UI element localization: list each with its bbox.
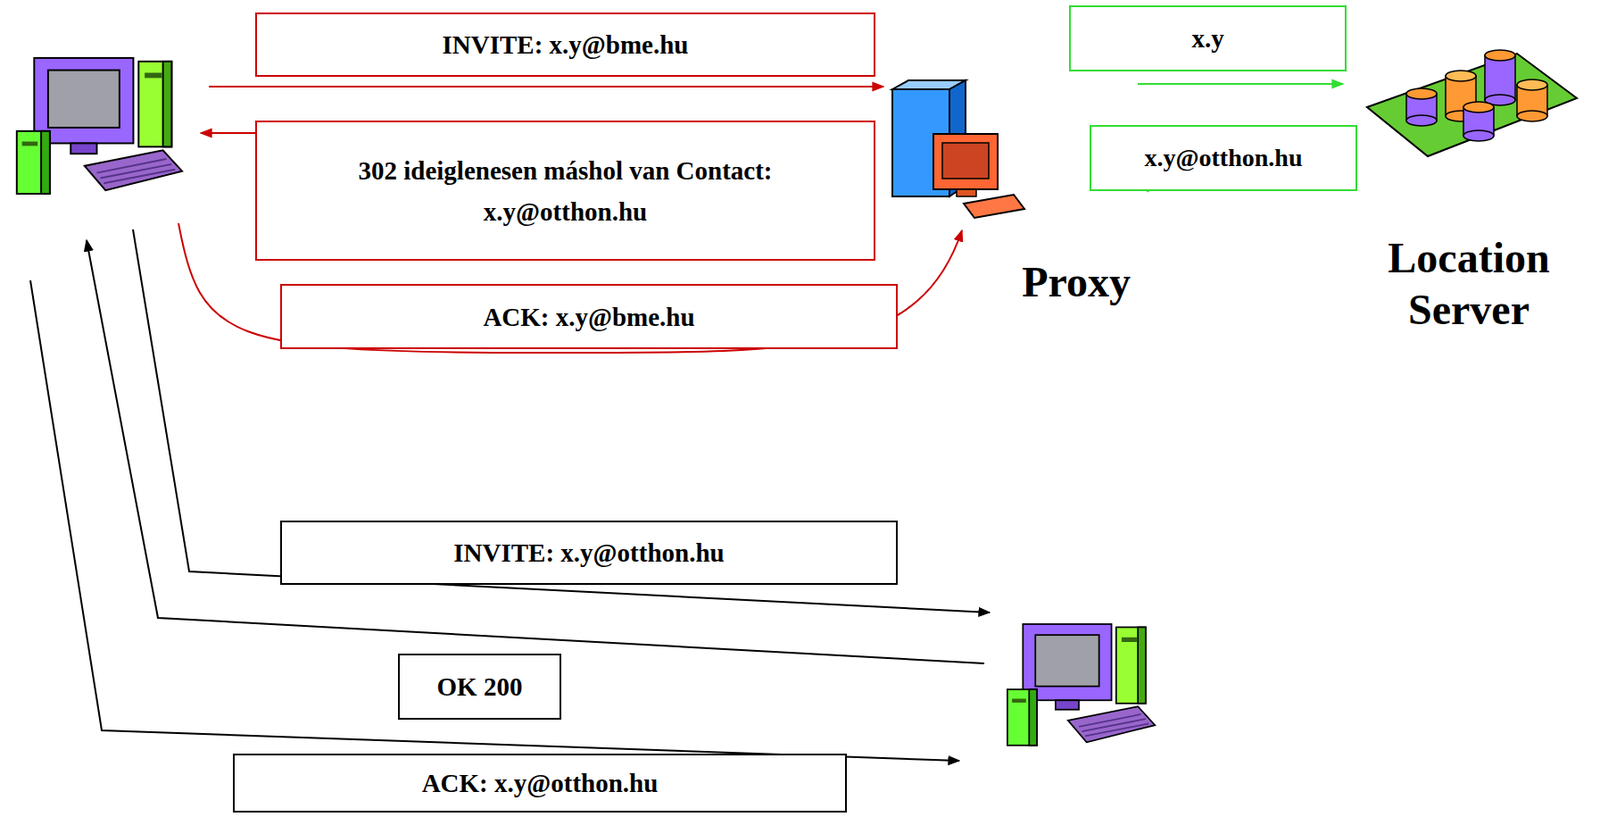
node-text: INVITE: x.y@otthon.hu bbox=[453, 536, 724, 569]
server-label: Proxy bbox=[883, 76, 1138, 311]
node-text: x.y@otthon.hu bbox=[1144, 141, 1303, 175]
node-text: OK 200 bbox=[437, 670, 523, 703]
message-box: ACK: x.y@otthon.hu bbox=[232, 753, 847, 813]
proxy-server-icon bbox=[892, 80, 1025, 218]
callee-computer bbox=[1007, 623, 1155, 746]
message-box: OK 200 bbox=[397, 653, 562, 720]
message-box: 302 ideiglenesen máshol van Contact: x.y… bbox=[255, 120, 876, 261]
ack-arrow bbox=[30, 280, 960, 761]
message-box: INVITE: x.y@otthon.hu bbox=[280, 520, 898, 585]
message-box: INVITE: x.y@bme.hu bbox=[255, 12, 876, 77]
node-text: x.y bbox=[1191, 22, 1224, 55]
node-text: Location Server bbox=[1361, 232, 1576, 336]
node-text: 302 ideiglenesen máshol van Contact: x.y… bbox=[356, 149, 776, 233]
caller-computer bbox=[16, 58, 183, 194]
node-text: Proxy bbox=[1021, 256, 1131, 307]
message-box: x.y@otthon.hu bbox=[1089, 124, 1358, 191]
server-label: Location Server bbox=[1343, 44, 1595, 340]
node-text: ACK: x.y@bme.hu bbox=[482, 300, 695, 333]
location-server-icon bbox=[1367, 49, 1577, 157]
invite-arrow bbox=[208, 85, 884, 88]
invite-arrow bbox=[132, 229, 990, 613]
message-box: ACK: x.y@bme.hu bbox=[280, 283, 898, 349]
message-box: x.y bbox=[1069, 5, 1347, 72]
node-text: INVITE: x.y@bme.hu bbox=[442, 28, 689, 61]
lookup-arrow bbox=[1137, 82, 1344, 85]
node-text: ACK: x.y@otthon.hu bbox=[422, 766, 659, 799]
ok-arrow bbox=[86, 240, 985, 664]
